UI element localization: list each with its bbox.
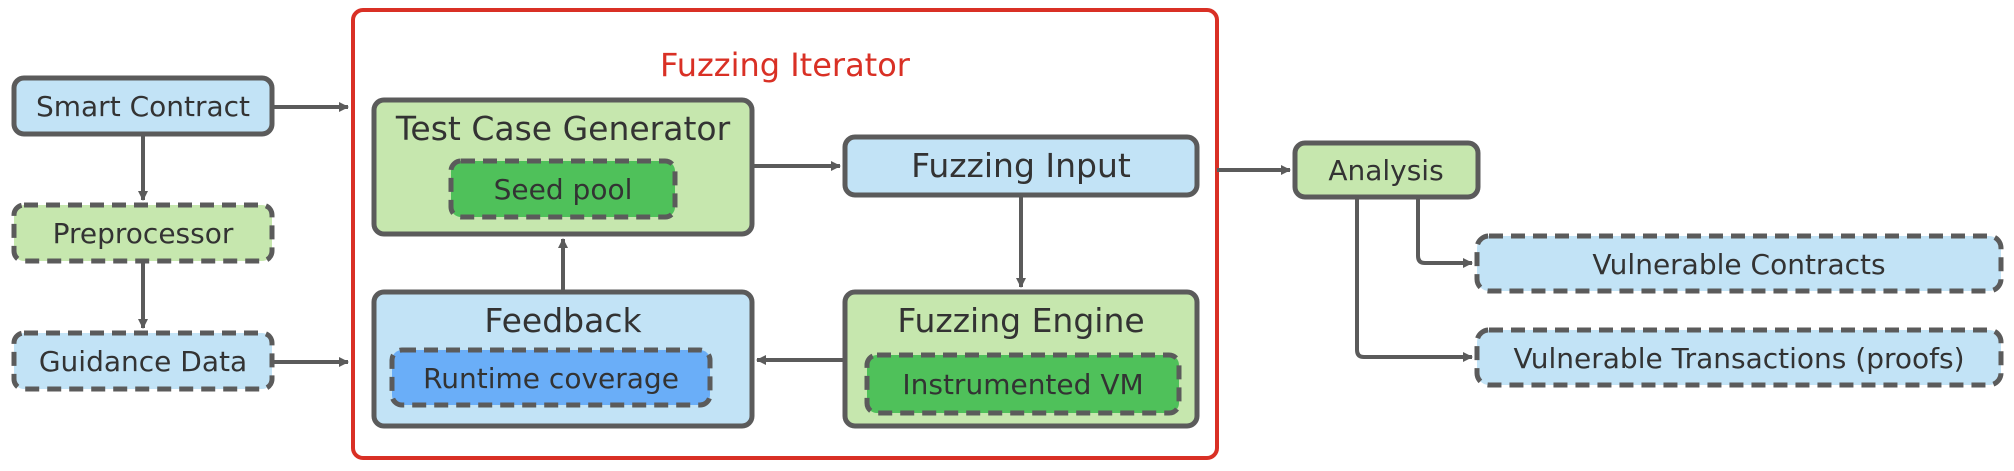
guidance-data-box: Guidance Data	[11, 330, 275, 392]
smart-contract-label: Smart Contract	[36, 90, 250, 123]
vulnerable-contracts-label: Vulnerable Contracts	[1592, 248, 1885, 281]
arrow-analysis-to-vulnerable-transactions	[1355, 197, 1473, 362]
runtime-coverage-box	[389, 347, 713, 408]
fuzzing-engine-label: Fuzzing Engine	[897, 301, 1144, 340]
seed-pool-label: Seed pool	[494, 173, 633, 206]
preprocessor-box: Preprocessor	[11, 202, 275, 264]
fuzzing-iterator-container: Fuzzing Iterator	[351, 8, 1219, 460]
fuzzing-input-box: Fuzzing Input	[842, 134, 1200, 198]
arrow-analysis-to-vulnerable-contracts	[1416, 197, 1473, 268]
fuzzing-input-label: Fuzzing Input	[911, 146, 1131, 185]
feedback-box: Feedback Runtime coverage	[371, 289, 755, 429]
vulnerable-contracts-box: Vulnerable Contracts	[1474, 233, 2004, 294]
vulnerable-transactions-label: Vulnerable Transactions (proofs)	[1514, 342, 1965, 375]
fuzzing-iterator-border	[351, 8, 1219, 460]
preprocessor-label: Preprocessor	[53, 217, 234, 250]
test-case-generator-box: Test Case Generator Seed pool	[371, 97, 755, 237]
smart-contract-box: Smart Contract	[11, 75, 275, 137]
seed-pool-box	[448, 158, 678, 220]
vulnerable-transactions-box: Vulnerable Transactions (proofs)	[1474, 327, 2004, 388]
fuzzing-iterator-title: Fuzzing Iterator	[660, 46, 911, 84]
instrumented-vm-box	[864, 352, 1182, 416]
feedback-label: Feedback	[484, 301, 642, 340]
guidance-data-label: Guidance Data	[39, 345, 247, 378]
test-case-generator-label: Test Case Generator	[395, 109, 731, 148]
instrumented-vm-label: Instrumented VM	[902, 368, 1143, 401]
runtime-coverage-label: Runtime coverage	[423, 362, 679, 395]
analysis-box: Analysis	[1292, 140, 1481, 200]
fuzzing-engine-box: Fuzzing Engine Instrumented VM	[842, 289, 1200, 429]
analysis-label: Analysis	[1328, 154, 1443, 187]
connector-arrows	[138, 102, 1473, 367]
